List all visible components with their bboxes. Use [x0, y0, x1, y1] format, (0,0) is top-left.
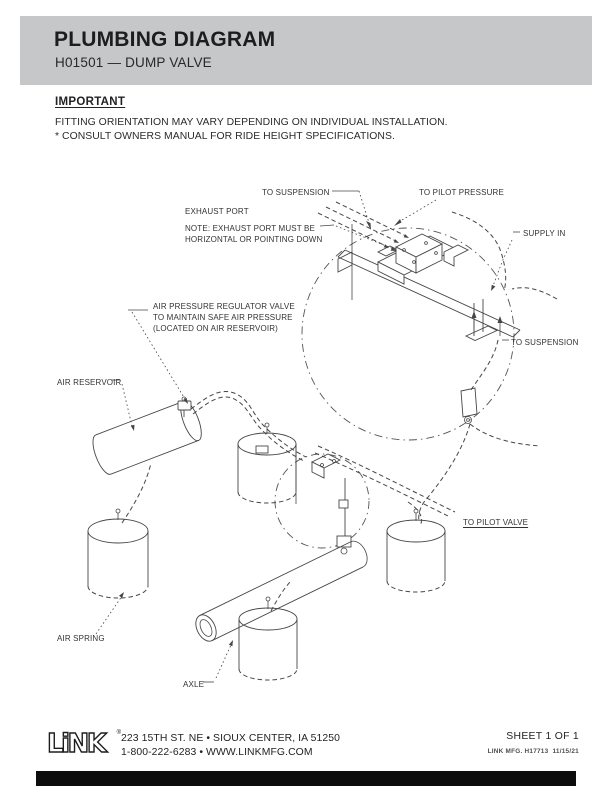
- regulator-line-2: TO MAINTAIN SAFE AIR PRESSURE: [153, 313, 293, 322]
- sheet-number: SHEET 1 OF 1: [506, 731, 579, 742]
- link-logo-text: LiNK: [46, 729, 107, 759]
- footer-bar: [36, 771, 576, 786]
- dump-valve-in-context: [255, 444, 352, 555]
- suspension-hoses: [317, 201, 409, 300]
- exhaust-note-line-1: NOTE: EXHAUST PORT MUST BE: [185, 224, 316, 233]
- label-to-suspension-right: TO SUSPENSION: [511, 338, 579, 347]
- address-line-1: 223 15TH ST. NE • SIOUX CENTER, IA 51250: [121, 733, 341, 744]
- beam-u-bolt-bracket: [464, 299, 499, 341]
- leader-lines: [95, 190, 520, 683]
- regulator-line-1: AIR PRESSURE REGULATOR VALVE: [153, 302, 295, 311]
- air-spring-4: [238, 596, 298, 681]
- pilot-valve-hose: [314, 445, 456, 527]
- header-band: PLUMBING DIAGRAM H01501 — DUMP VALVE: [20, 16, 592, 85]
- notice-line-1: FITTING ORIENTATION MAY VARY DEPENDING O…: [55, 117, 448, 128]
- reservoir-to-valve-hose-2: [192, 396, 305, 462]
- detail-bubble-small: [274, 453, 370, 549]
- label-regulator: AIR PRESSURE REGULATOR VALVE TO MAINTAIN…: [153, 301, 295, 334]
- axle-shape: [195, 540, 368, 642]
- notice-line-2: * CONSULT OWNERS MANUAL FOR RIDE HEIGHT …: [55, 131, 395, 142]
- registered-mark: ®: [116, 730, 121, 736]
- spring4-hose: [270, 581, 291, 612]
- address-line-2: 1-800-222-6283 • WWW.LINKMFG.COM: [121, 746, 313, 758]
- label-axle: AXLE: [183, 680, 205, 689]
- suspension-beam: [337, 249, 521, 338]
- air-spring-1: [87, 508, 149, 599]
- footer-address: 223 15TH ST. NE • SIOUX CENTER, IA 51250…: [121, 732, 340, 760]
- link-logo: LiNK ®: [46, 729, 121, 759]
- supply-line: [451, 211, 558, 300]
- reservoir-to-valve-hose: [190, 391, 307, 458]
- label-exhaust-note: NOTE: EXHAUST PORT MUST BE HORIZONTAL OR…: [185, 223, 322, 245]
- label-to-pilot-valve: TO PILOT VALVE: [463, 518, 529, 527]
- label-to-suspension-top: TO SUSPENSION: [262, 188, 330, 197]
- page-subtitle: H01501 — DUMP VALVE: [55, 55, 212, 70]
- air-spring-2: [237, 422, 297, 504]
- document-reference: LINK MFG. H17713 11/15/21: [487, 748, 579, 755]
- detail-bubble-large: [301, 227, 515, 441]
- air-spring-3: [386, 508, 446, 593]
- label-air-spring: AIR SPRING: [57, 634, 105, 643]
- exhaust-note-line-2: HORIZONTAL OR POINTING DOWN: [185, 235, 323, 244]
- right-hose-run: [418, 339, 541, 523]
- label-supply-in: SUPPLY IN: [523, 229, 566, 238]
- spring1-hose: [121, 462, 152, 524]
- page-title: PLUMBING DIAGRAM: [54, 28, 276, 51]
- label-air-reservoir: AIR RESERVOIR: [57, 378, 122, 387]
- important-heading: IMPORTANT: [55, 96, 126, 108]
- dump-valve-assembly: [376, 233, 470, 285]
- label-to-pilot-pressure: TO PILOT PRESSURE: [419, 188, 504, 197]
- label-exhaust-port: EXHAUST PORT: [185, 207, 249, 216]
- regulator-line-3: (LOCATED ON AIR RESERVOIR): [153, 324, 278, 333]
